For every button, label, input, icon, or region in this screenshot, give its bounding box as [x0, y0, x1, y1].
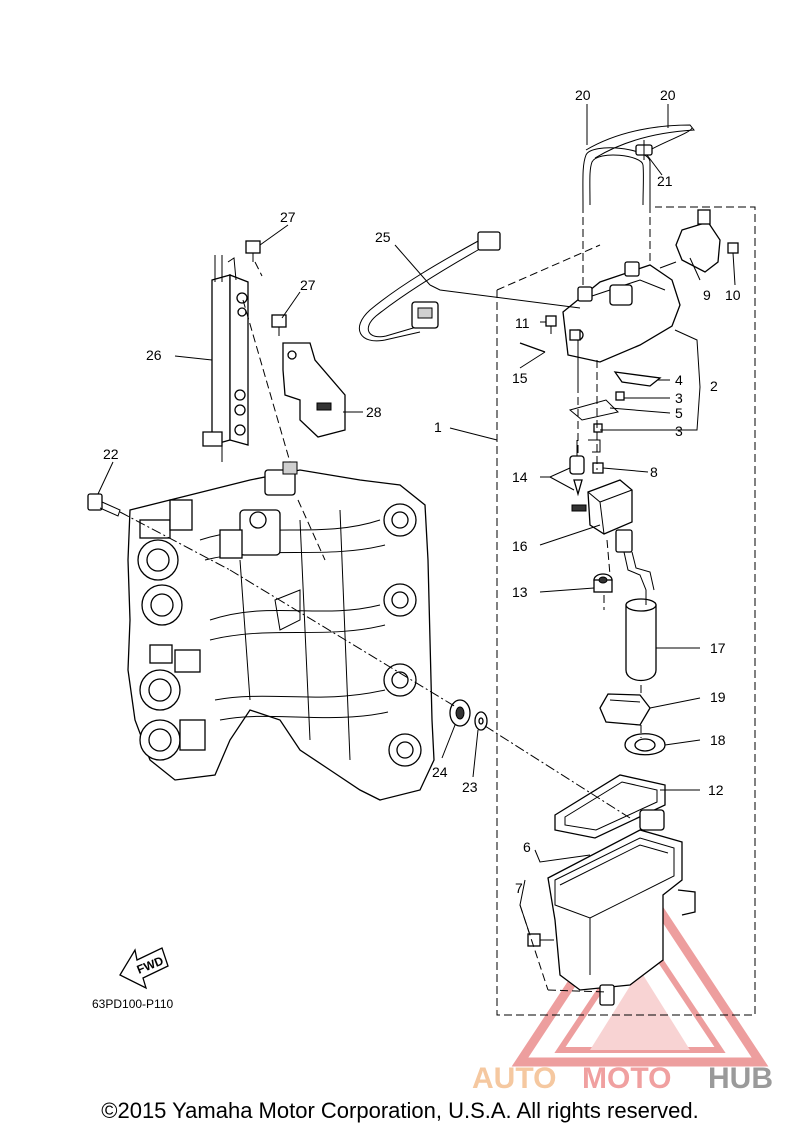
watermark-text: AUTO MOTO HUB: [472, 1062, 773, 1095]
screw-8: [588, 439, 604, 474]
callout-5: 5: [675, 405, 683, 421]
grommet-24: [449, 699, 471, 727]
gasket-12: [554, 774, 666, 839]
callout-20-a: 20: [575, 87, 591, 103]
callout-4: 4: [675, 372, 683, 388]
bolt-22: [87, 493, 121, 517]
float-chamber-6: [547, 809, 696, 1006]
callout-14: 14: [512, 469, 528, 485]
bracket-28: [282, 342, 346, 438]
callout-7: 7: [515, 880, 523, 896]
filter-16: [571, 479, 633, 535]
callout-1: 1: [434, 419, 442, 435]
callout-19: 19: [710, 689, 726, 705]
fuel-rail: [202, 255, 249, 462]
callout-3-a: 3: [675, 390, 683, 406]
callout-17: 17: [710, 640, 726, 656]
callout-23: 23: [462, 779, 478, 795]
joint-21: [635, 140, 653, 160]
screw-11: [545, 315, 557, 334]
callout-27-b: 27: [300, 277, 316, 293]
callout-27-a: 27: [280, 209, 296, 225]
clamp-18: [624, 733, 666, 756]
leader-lines: [97, 104, 736, 936]
pressure-regulator-9: [659, 209, 739, 273]
callout-20-b: 20: [660, 87, 676, 103]
watermark-part-2: MOTO: [582, 1062, 671, 1095]
watermark-part-3: HUB: [708, 1062, 773, 1095]
callout-18: 18: [710, 732, 726, 748]
bolt-27-top: [245, 240, 261, 262]
callout-21: 21: [657, 173, 673, 189]
callout-13: 13: [512, 584, 528, 600]
callout-6: 6: [523, 839, 531, 855]
washer-23: [474, 711, 488, 731]
callout-12: 12: [708, 782, 724, 798]
callout-22: 22: [103, 446, 119, 462]
intake-manifold: [127, 461, 435, 801]
screw-3: [593, 391, 625, 433]
callouts: 20 20 21 27 27 25 26 28 1 22 9 10 11 15 …: [103, 87, 741, 896]
gasket-5: [568, 399, 619, 421]
fuel-hose-20: [582, 124, 695, 206]
assembly-lines: [119, 205, 651, 993]
fuel-pump-17: [615, 529, 657, 682]
callout-3-b: 3: [675, 423, 683, 439]
copyright-notice: ©2015 Yamaha Motor Corporation, U.S.A. A…: [101, 1098, 699, 1123]
watermark-part-1: AUTO: [472, 1062, 556, 1095]
callout-9: 9: [703, 287, 711, 303]
grommet-14: [569, 440, 585, 497]
bolt-27-mid: [271, 314, 287, 336]
fwd-arrow: FWD: [119, 947, 169, 990]
vapor-separator-top: [562, 261, 681, 385]
bracket-19: [599, 693, 651, 726]
callout-28: 28: [366, 404, 382, 420]
callout-24: 24: [432, 764, 448, 780]
callout-16: 16: [512, 538, 528, 554]
assembly-boundary: [496, 206, 756, 1016]
harness-25: [358, 231, 501, 342]
callout-2: 2: [710, 378, 718, 394]
callout-10: 10: [725, 287, 741, 303]
diagram-code: 63PD100-P110: [92, 997, 173, 1011]
callout-11: 11: [515, 315, 530, 331]
callout-8: 8: [650, 464, 658, 480]
callout-15: 15: [512, 370, 528, 386]
callout-25: 25: [375, 229, 391, 245]
gasket-4: [613, 371, 662, 387]
damper-13: [593, 573, 613, 593]
callout-26: 26: [146, 347, 162, 363]
pin-15: [519, 342, 546, 353]
